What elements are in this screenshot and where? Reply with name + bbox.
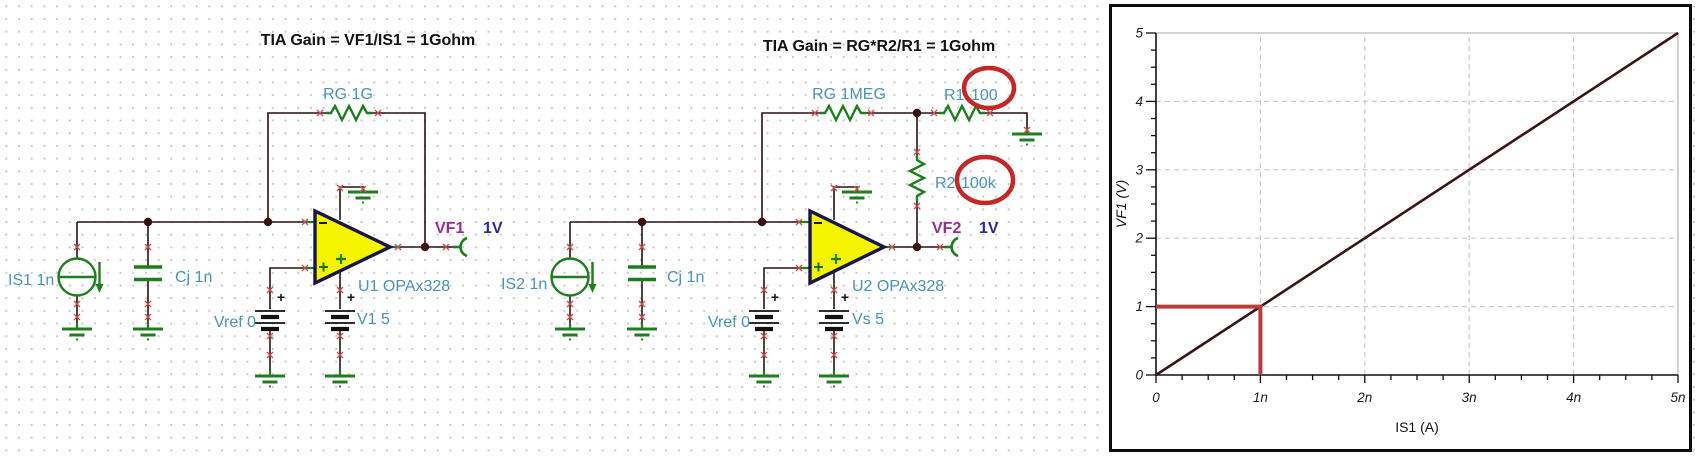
x-tick-label: 0: [1152, 390, 1160, 405]
y-tick-label: 3: [1135, 162, 1143, 177]
ground-icon[interactable]: [625, 321, 659, 343]
x-axis-title: IS1 (A): [1395, 419, 1439, 435]
battery-plus-mark: +: [771, 289, 779, 305]
r2-value-label: 100k: [961, 175, 997, 192]
y-tick-label: 4: [1135, 94, 1143, 109]
is1-label: IS1 1n: [8, 272, 54, 289]
x-tick-label: 5n: [1670, 390, 1685, 405]
left-pin-markers: [73, 109, 450, 359]
vf1-output-terminal[interactable]: [451, 236, 469, 258]
vf1-value-label: 1V: [483, 220, 503, 237]
noninverting-input-mark: [319, 262, 328, 272]
u1-label: U1 OPAx328: [358, 278, 450, 295]
is2-current-source[interactable]: [550, 257, 598, 343]
r1-value-label: 100: [971, 87, 998, 104]
ground-icon[interactable]: [323, 368, 357, 390]
ground-icon[interactable]: [747, 368, 781, 390]
left-circuit-title: TIA Gain = VF1/IS1 = 1Gohm: [261, 32, 476, 49]
rg-label-right: RG 1MEG: [812, 86, 886, 103]
battery-plus-mark: +: [277, 289, 285, 305]
battery-plus-mark: +: [347, 289, 355, 305]
r1-value-highlight-circle[interactable]: [961, 65, 1017, 111]
ground-icon[interactable]: [131, 321, 165, 343]
r2-resistor[interactable]: [908, 153, 926, 203]
v1-battery-left[interactable]: +: [323, 289, 357, 390]
right-wires[interactable]: [569, 112, 1028, 370]
vref-battery-right[interactable]: +: [747, 289, 781, 390]
schematic-canvas: TIA Gain = VF1/IS1 = 1Gohm: [8, 32, 1044, 390]
right-circuit: TIA Gain = RG*R2/R1 = 1Gohm: [501, 38, 1044, 390]
vs-battery[interactable]: +: [817, 289, 851, 390]
y-tick-label: 5: [1135, 26, 1143, 41]
rg-label-left: RG 1G: [323, 86, 373, 103]
x-tick-label: 3n: [1462, 390, 1477, 405]
annotation-red-circles[interactable]: [954, 65, 1017, 206]
ground-icon[interactable]: [817, 368, 851, 390]
vf2-value-label: 1V: [979, 220, 999, 237]
u2-label: U2 OPAx328: [852, 278, 944, 295]
opamp-u1[interactable]: [303, 184, 400, 286]
axes: [1155, 33, 1678, 376]
positive-supply-mark: [831, 254, 841, 264]
positive-supply-mark: [336, 254, 346, 264]
right-node-dots: [637, 108, 922, 252]
ground-icon[interactable]: [553, 321, 587, 343]
r2-name-label: R2: [935, 175, 956, 192]
vref-label-left: Vref 0: [214, 314, 256, 331]
ground-icon[interactable]: [253, 368, 287, 390]
left-wires[interactable]: [76, 112, 453, 370]
left-node-dots: [143, 217, 430, 252]
y-tick-label: 2: [1134, 231, 1143, 246]
grid-lines: [1156, 32, 1679, 375]
vref-battery-left[interactable]: +: [253, 289, 287, 390]
tick-labels: 0 1n 2n 3n 4n 5n 0 1 2 3 4 5: [1134, 26, 1685, 406]
x-tick-label: 4n: [1566, 390, 1581, 405]
y-tick-label: 0: [1135, 368, 1143, 383]
opamp-u2[interactable]: [797, 184, 894, 286]
vf2-output-terminal[interactable]: [942, 236, 960, 258]
vref-label-right: Vref 0: [708, 314, 750, 331]
x-tick-label: 1n: [1253, 390, 1268, 405]
axis-ticks: [1146, 32, 1679, 383]
left-circuit: TIA Gain = VF1/IS1 = 1Gohm: [8, 32, 503, 390]
cj-label-left: Cj 1n: [175, 269, 212, 286]
x-tick-label: 2n: [1356, 390, 1372, 405]
vs-label: Vs 5: [852, 311, 884, 328]
rg-resistor-right[interactable]: [818, 104, 868, 122]
r1-name-label: R1: [944, 87, 965, 104]
is1-current-source[interactable]: [57, 257, 105, 343]
battery-plus-mark: +: [841, 289, 849, 305]
y-tick-label: 1: [1135, 299, 1143, 314]
cj-label-right: Cj 1n: [667, 269, 704, 286]
data-line: [1155, 31, 1679, 377]
vf1-net-label: VF1: [435, 220, 464, 237]
rg-resistor-left[interactable]: [324, 104, 374, 122]
v1-label: V1 5: [357, 311, 390, 328]
noninverting-input-mark: [814, 262, 823, 272]
cursor-marker[interactable]: [1156, 304, 1263, 375]
y-axis-title: VF1 (V): [1113, 180, 1129, 228]
is2-label: IS2 1n: [501, 276, 547, 293]
vf2-net-label: VF2: [932, 220, 961, 237]
right-circuit-title: TIA Gain = RG*R2/R1 = 1Gohm: [763, 38, 995, 55]
r2-value-highlight-circle[interactable]: [954, 154, 1016, 206]
ground-icon[interactable]: [60, 321, 94, 343]
